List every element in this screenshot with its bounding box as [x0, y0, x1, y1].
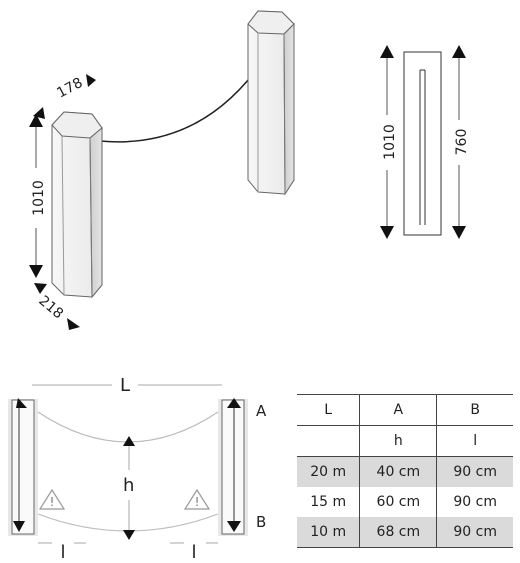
table-cell: 10 m	[297, 517, 360, 548]
rope	[99, 61, 263, 143]
table-header-cell: A	[359, 394, 437, 426]
plan-post-right	[221, 399, 245, 535]
side-inner-height-label: 760	[454, 129, 470, 156]
plan-sag-label: h	[123, 475, 134, 496]
warning-triangle-icon-left: !	[38, 488, 66, 510]
table-row: 15 m 60 cm 90 cm	[297, 487, 513, 517]
table-cell: 68 cm	[359, 517, 437, 548]
side-outer-height-label: 1010	[382, 124, 398, 160]
rope-b-label: B	[256, 513, 266, 531]
spec-table: L A B h l 20 m 40 cm 90 cm 15 m 60 cm 90…	[297, 394, 513, 548]
svg-text:!: !	[50, 495, 55, 509]
dimension-height-left: 1010	[29, 114, 47, 278]
left-post	[51, 111, 103, 299]
plan-gap-left-label: l	[60, 542, 65, 563]
table-cell	[297, 425, 360, 457]
table-cell: 60 cm	[359, 487, 437, 517]
table-row: 10 m 68 cm 90 cm	[297, 517, 513, 548]
table-cell: h	[359, 425, 437, 457]
table-cell: 90 cm	[436, 517, 513, 548]
plan-gap-right-label: l	[191, 542, 196, 563]
right-post	[247, 10, 295, 196]
warning-triangle-icon-right: !	[183, 488, 211, 510]
dim-width-top-label: 178	[54, 75, 85, 102]
table-header-row: L A B	[297, 394, 513, 426]
table-cell: 90 cm	[436, 456, 513, 487]
table-cell: l	[436, 425, 513, 457]
side-view-post	[403, 51, 442, 236]
plan-span-label: L	[120, 375, 130, 396]
table-header-cell: L	[297, 394, 360, 426]
dim-height-left-label: 1010	[31, 180, 47, 216]
table-header-cell: B	[436, 394, 513, 426]
table-cell: 20 m	[297, 456, 360, 487]
plan-post-left	[11, 399, 35, 535]
side-view-diagram: 1010 760	[380, 45, 470, 239]
svg-text:!: !	[195, 495, 200, 509]
dim-width-bottom-label: 218	[35, 293, 66, 322]
table-row: 20 m 40 cm 90 cm	[297, 456, 513, 487]
rope-a-curve	[37, 411, 219, 443]
table-cell: 40 cm	[359, 456, 437, 487]
plan-view-diagram: L h ! ! A B l l	[8, 375, 267, 563]
table-subheader-row: h l	[297, 425, 513, 457]
rope-b-curve	[37, 513, 219, 532]
rope-a-label: A	[256, 402, 267, 420]
table-cell: 90 cm	[436, 487, 513, 517]
table-cell: 15 m	[310, 494, 347, 510]
